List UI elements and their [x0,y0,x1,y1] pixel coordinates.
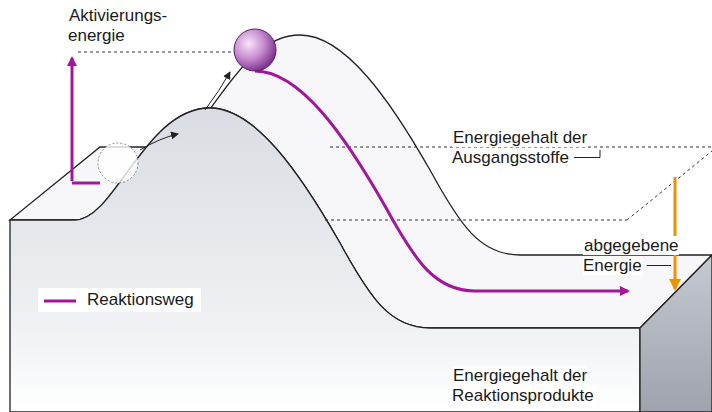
legend-text: Reaktionsweg [86,290,195,309]
released-energy-leader [647,265,671,266]
activation-energy-label: Aktivierungs- energie [68,6,167,45]
reaction-path [72,182,100,185]
starting-level-leader [574,150,600,158]
starting-energy-label: Energiegehalt der Ausgangsstoffe [452,128,587,167]
motion-arrow [140,134,178,150]
ball [234,29,276,71]
motion-arrow [205,72,230,110]
activation-arrow [71,58,74,181]
ghost-ball [98,143,138,183]
product-energy-label: Energiegehalt der Reaktionsprodukte [452,366,595,405]
activation-energy-label-box: Aktivierungs- energie [68,6,186,46]
product-energy-label-box: Energiegehalt der Reaktionsprodukte [452,366,634,406]
landscape-front-face [10,108,640,412]
starting-energy-label-box: Energiegehalt der Ausgangsstoffe [452,128,624,168]
reaction-path [255,71,628,291]
released-energy-label: abgegebene Energie [583,236,679,275]
legend-row: Reaktionsweg [38,288,201,312]
legend-line-sample [42,295,78,307]
released-energy-label-box: abgegebene Energie [583,236,687,276]
released-energy-arrow [674,177,677,289]
activation-level-line [78,52,232,53]
legend-line [44,299,76,302]
